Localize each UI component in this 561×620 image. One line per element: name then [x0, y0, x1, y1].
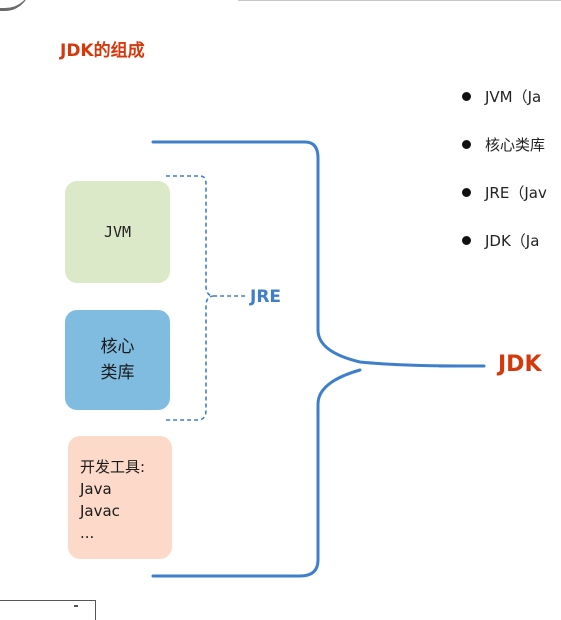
bullet-dot-icon: [462, 187, 471, 197]
dev-tools-label-line1: 开发工具:: [80, 458, 146, 476]
bottom-frame-corner: [0, 600, 96, 620]
core-library-box: 核心 类库: [65, 310, 170, 410]
jvm-box-label: JVM: [103, 223, 132, 241]
bullet-text: JRE（Jav: [485, 183, 547, 202]
bullet-text: JDK（Ja: [485, 231, 540, 250]
top-divider-line: [238, 0, 561, 1]
bullet-item-jre: JRE（Jav: [462, 180, 561, 204]
core-library-label-line1: 核心: [100, 337, 135, 357]
bullet-dot-icon: [462, 235, 471, 245]
dev-tools-label-line2: Java: [80, 480, 112, 498]
dev-tools-label-line3: Javac: [80, 502, 120, 520]
dev-tools-label-line4: ...: [80, 524, 95, 542]
bullet-text: 核心类库: [485, 135, 546, 154]
jre-dashed-bracket: [166, 175, 246, 421]
jdk-curly-brace: [151, 140, 472, 578]
top-decoration-arc: [0, 0, 30, 11]
bottom-frame-tick: [74, 605, 78, 607]
jvm-box: JVM: [65, 181, 170, 283]
bullet-list: JVM（Ja 核心类库 JRE（Jav JDK（Ja: [462, 84, 561, 276]
jdk-label: JDK: [498, 352, 542, 377]
bullet-text: JVM（Ja: [485, 87, 542, 106]
core-library-label-line2: 类库: [100, 363, 135, 383]
dev-tools-box: 开发工具: Java Javac ...: [68, 436, 172, 559]
bullet-dot-icon: [462, 139, 471, 149]
bullet-dot-icon: [462, 91, 471, 101]
jre-label: JRE: [250, 287, 282, 307]
slide-title: JDK的组成: [60, 41, 145, 61]
bullet-item-core-lib: 核心类库: [462, 132, 561, 156]
bullet-item-jvm: JVM（Ja: [462, 84, 561, 108]
bullet-item-jdk: JDK（Ja: [462, 228, 561, 252]
